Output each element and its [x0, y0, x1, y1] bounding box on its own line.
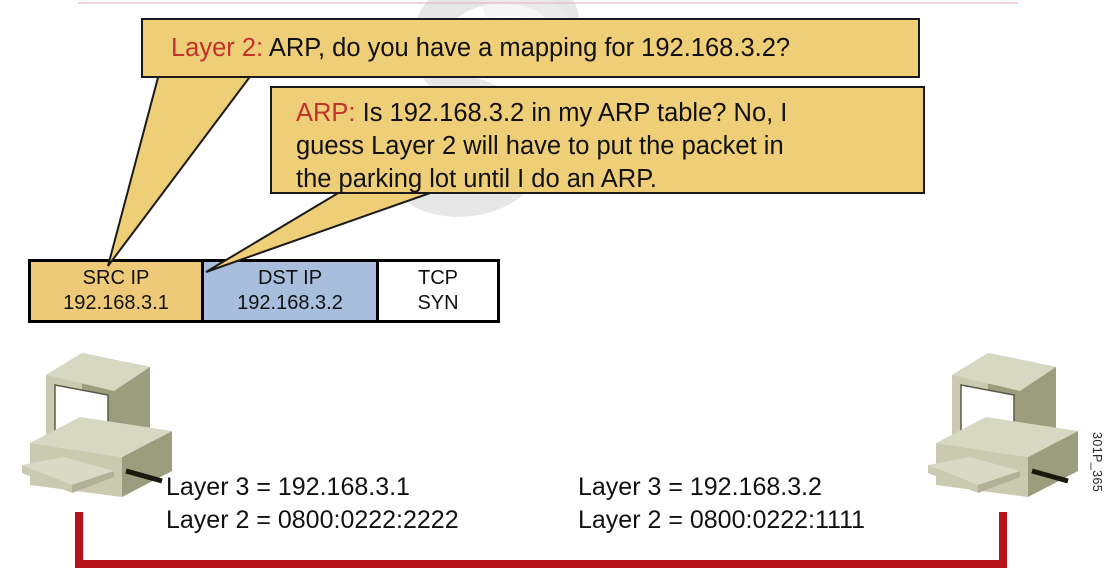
computer-icon-left	[22, 353, 172, 497]
host-left-layer3: Layer 3 = 192.168.3.1	[166, 473, 410, 501]
callout-tail-arp	[205, 185, 451, 273]
slide-side-identifier: 301P_365	[1090, 432, 1104, 493]
host-right-layer2: Layer 2 = 0800:0222:1111	[578, 506, 866, 534]
packet-cell-src-ip: SRC IP 192.168.3.1	[31, 262, 204, 320]
callout-layer2-text: ARP, do you have a mapping for 192.168.3…	[268, 34, 791, 62]
network-cable-left-segment	[75, 512, 83, 568]
host-left-layer2: Layer 2 = 0800:0222:2222	[166, 506, 459, 534]
packet-cell-dst-ip-title: DST IP	[257, 267, 323, 289]
callout-arp-speaker: ARP:	[296, 99, 363, 127]
host-label-left: Layer 3 = 192.168.3.1 Layer 2 = 0800:022…	[166, 471, 459, 537]
computer-icon-right	[928, 353, 1078, 497]
callout-arp-line-1: Is 192.168.3.2 in my ARP table? No, I	[362, 99, 788, 127]
packet-cell-dst-ip: DST IP 192.168.3.2	[204, 262, 379, 320]
host-right-layer3: Layer 3 = 192.168.3.2	[578, 473, 822, 501]
top-divider-rule	[78, 2, 1018, 4]
packet-cell-src-ip-title: SRC IP	[82, 267, 150, 289]
packet-cell-src-ip-value: 192.168.3.1	[63, 292, 169, 314]
callout-layer2: Layer 2: ARP, do you have a mapping for …	[141, 18, 920, 78]
packet-cell-tcp-value: SYN	[417, 292, 459, 314]
host-label-right: Layer 3 = 192.168.3.2 Layer 2 = 0800:022…	[578, 471, 865, 537]
packet-cell-tcp: TCP SYN	[379, 262, 497, 320]
packet-cell-tcp-title: TCP	[418, 267, 458, 289]
network-cable-right-segment	[999, 512, 1007, 568]
callout-arp-line-3: the parking lot until I do an ARP.	[296, 165, 658, 193]
callout-layer2-speaker: Layer 2:	[171, 34, 269, 62]
packet-cell-dst-ip-value: 192.168.3.2	[237, 292, 343, 314]
network-cable-bottom-segment	[75, 560, 1007, 568]
callout-arp-line-2: guess Layer 2 will have to put the packe…	[296, 132, 784, 160]
callout-arp: ARP: Is 192.168.3.2 in my ARP table? No,…	[270, 86, 925, 194]
packet-header: SRC IP 192.168.3.1 DST IP 192.168.3.2 TC…	[28, 259, 500, 323]
